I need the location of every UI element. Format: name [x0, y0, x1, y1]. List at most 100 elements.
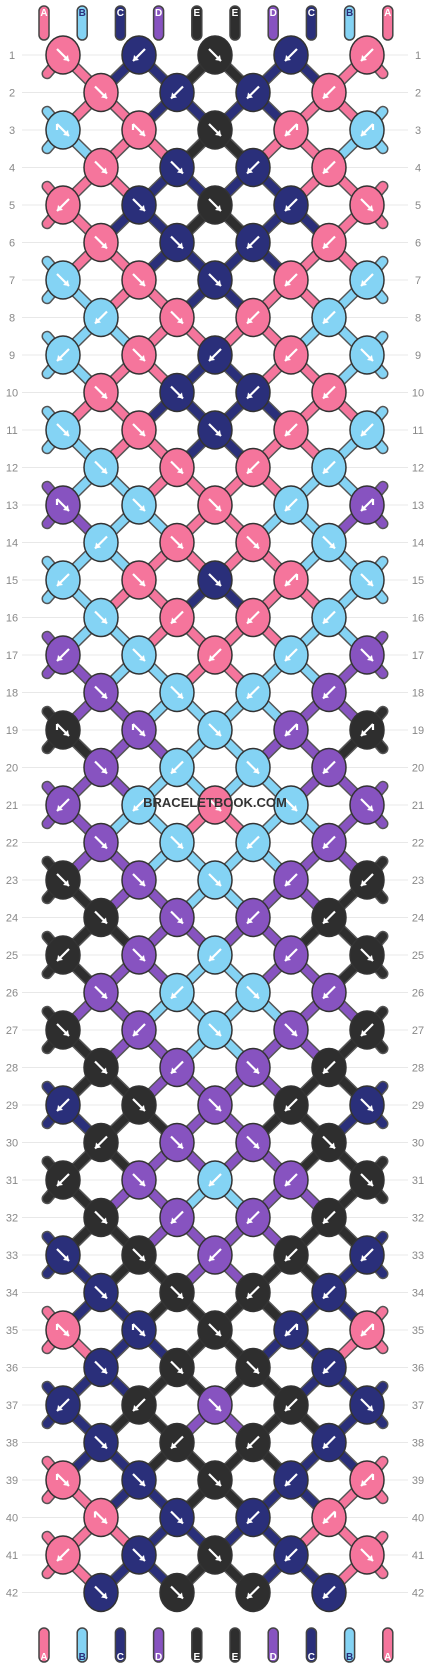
knot: [121, 1385, 157, 1425]
strand-tab-bottom: [114, 1627, 127, 1663]
knot: [121, 935, 157, 975]
knot-arrowhead: [323, 92, 329, 99]
knot: [311, 1347, 347, 1388]
knot-arrowhead: [177, 1592, 183, 1599]
knot-arrowhead: [323, 1517, 329, 1524]
knot: [159, 897, 195, 938]
knot: [159, 597, 195, 638]
knot: [197, 1235, 233, 1275]
knot: [349, 1160, 385, 1200]
knot: [273, 560, 309, 600]
knot: [159, 1497, 195, 1538]
knot-arrowhead: [285, 880, 291, 886]
knot: [235, 672, 271, 713]
knot-arrowhead: [323, 917, 329, 924]
knot-arrowhead: [139, 1255, 145, 1261]
knot-arrowhead: [367, 580, 373, 586]
row-number-right: 21: [412, 800, 424, 812]
knot-arrowhead: [247, 167, 253, 174]
knot-arrowhead: [247, 917, 253, 924]
knot-arrowhead: [247, 1442, 253, 1449]
knot-arrowhead: [95, 1142, 101, 1149]
knot: [235, 1497, 271, 1538]
knot: [45, 335, 81, 375]
knot-arrowhead: [139, 1480, 145, 1486]
knot-arrowhead: [361, 430, 367, 436]
knot: [45, 785, 81, 825]
knot-arrowhead: [285, 505, 291, 511]
knot-arrowhead: [171, 1217, 177, 1224]
knot: [235, 1347, 271, 1388]
knot-arrowhead: [63, 280, 69, 286]
row-number-right: 33: [412, 1250, 424, 1262]
knot: [159, 72, 195, 113]
knot: [235, 447, 271, 488]
knot-arrowhead: [215, 1030, 221, 1036]
strand-label-bottom: B: [346, 1652, 353, 1663]
knot: [159, 1197, 195, 1238]
knot-arrowhead: [57, 355, 63, 361]
knot-arrowhead: [215, 505, 221, 511]
row-number-left: 34: [6, 1288, 18, 1300]
strand-tab-bottom: [267, 1627, 279, 1663]
watermark-text: BRACELETBOOK.COM: [143, 795, 287, 810]
knot-arrowhead: [361, 130, 367, 136]
row-number-left: 18: [6, 688, 18, 700]
knot: [235, 897, 271, 938]
knot-arrowhead: [101, 617, 107, 624]
knot: [159, 522, 195, 563]
row-number-right: 5: [415, 200, 421, 212]
knot-arrowhead: [177, 1517, 183, 1524]
knot-arrowhead: [367, 1555, 373, 1561]
row-number-left: 26: [6, 988, 18, 1000]
knot-arrowhead: [285, 205, 291, 211]
knot-arrowhead: [285, 955, 291, 961]
knot-arrowhead: [253, 542, 259, 549]
knot: [121, 860, 157, 900]
knot: [273, 860, 309, 900]
knot-arrowhead: [177, 467, 183, 474]
row-number-left: 19: [6, 725, 18, 737]
knot: [273, 1085, 309, 1125]
knot: [273, 1535, 309, 1575]
row-number-right: 35: [412, 1325, 424, 1337]
knot: [159, 1272, 195, 1313]
knot: [45, 1535, 81, 1575]
knot: [197, 935, 233, 975]
strand-label-top: A: [384, 8, 391, 19]
row-number-left: 33: [6, 1250, 18, 1262]
knot-arrowhead: [323, 842, 329, 849]
knot: [273, 1310, 309, 1350]
knot-arrowhead: [133, 805, 139, 811]
row-number-left: 14: [6, 538, 18, 550]
knot: [197, 785, 233, 825]
knot: [45, 710, 81, 750]
knot-arrowhead: [177, 1292, 183, 1299]
knot: [349, 335, 385, 375]
row-number-right: 30: [412, 1138, 424, 1150]
row-number-left: 5: [9, 200, 15, 212]
knot: [273, 260, 309, 300]
row-number-right: 23: [412, 875, 424, 887]
knot-arrowhead: [63, 505, 69, 511]
knot-arrowhead: [361, 1330, 367, 1336]
knot: [273, 110, 309, 150]
knot: [349, 635, 385, 675]
strand-label-bottom: A: [40, 1652, 47, 1663]
knot-arrowhead: [101, 92, 107, 99]
knot: [121, 1535, 157, 1575]
knot: [197, 1385, 233, 1425]
knot-arrowhead: [247, 92, 253, 99]
knot-arrowhead: [367, 955, 373, 961]
knot: [45, 260, 81, 300]
knot: [197, 560, 233, 600]
knot: [45, 1460, 81, 1500]
knot-arrowhead: [139, 1330, 145, 1336]
knot: [121, 335, 157, 375]
knot-arrowhead: [57, 805, 63, 811]
row-number-right: 25: [412, 950, 424, 962]
knot-arrowhead: [323, 1067, 329, 1074]
knot-arrowhead: [215, 1105, 221, 1111]
knot: [159, 372, 195, 413]
